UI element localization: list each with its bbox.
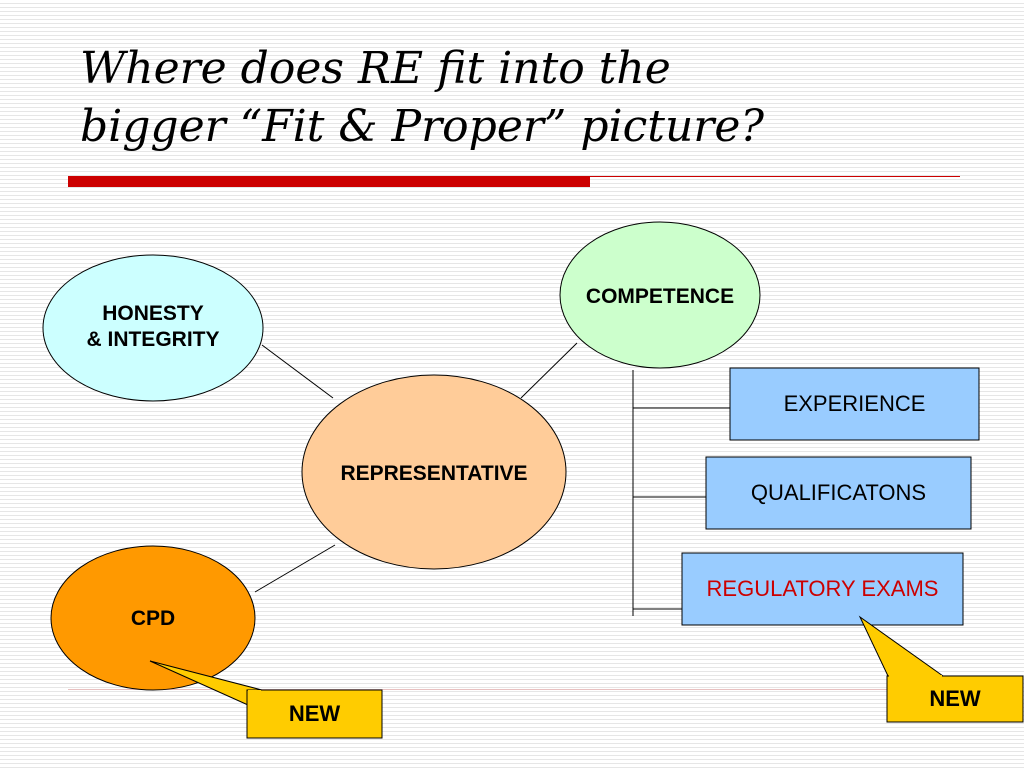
- connector-honesty-representative: [261, 344, 334, 399]
- regulatory-exams-box: [681, 552, 964, 626]
- cpd-label: CPD: [130, 607, 176, 630]
- title-underline-thick: [68, 176, 590, 187]
- competence-ellipse: [559, 221, 761, 369]
- exams-new-label: NEW: [929, 686, 981, 711]
- connector-competence-representative: [520, 342, 578, 399]
- experience-box: [729, 367, 980, 441]
- regulatory-exams-label: REGULATORY EXAMS: [706, 576, 939, 601]
- honesty-integrity-ellipse: [42, 254, 264, 402]
- title-underline-thin: [590, 176, 960, 177]
- qualifications-label: QUALIFICATONS: [750, 480, 927, 505]
- cpd-new-label: NEW: [288, 701, 341, 726]
- exams-new-callout-pointer: [858, 615, 945, 677]
- honesty-integrity-label: HONESTY & INTEGRITY: [86, 302, 220, 351]
- qualifications-box: [705, 456, 972, 530]
- cpd-ellipse: [50, 545, 256, 691]
- title-line-1: Where does RE fit into the: [80, 43, 671, 94]
- title-line-2: bigger “Fit & Proper” picture?: [80, 101, 764, 152]
- representative-label: REPRESENTATIVE: [340, 462, 528, 485]
- connector-cpd-representative: [254, 544, 336, 593]
- cpd-new-callout: [246, 689, 383, 739]
- representative-ellipse: [301, 374, 567, 570]
- exams-new-callout: [886, 675, 1024, 723]
- footer-rule: [68, 689, 960, 690]
- competence-label: COMPETENCE: [585, 285, 735, 308]
- experience-label: EXPERIENCE: [783, 391, 926, 416]
- slide-title: Where does RE fit into the bigger “Fit &…: [80, 40, 980, 156]
